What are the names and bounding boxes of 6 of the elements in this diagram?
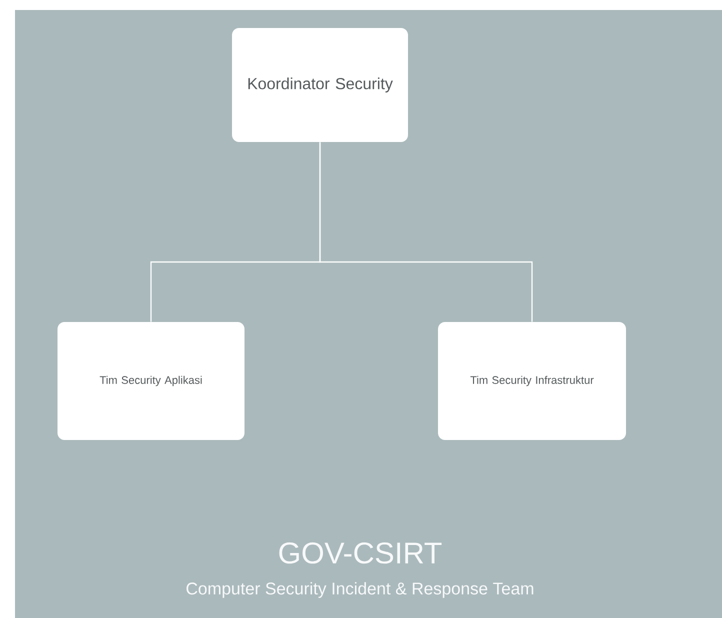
- connector-line: [319, 142, 533, 322]
- org-box: Tim Security Aplikasi: [58, 322, 244, 440]
- team-subtitle: Computer Security Incident & Response Team: [186, 582, 534, 598]
- team-name: GOV-CSIRT: [279, 542, 442, 564]
- org-box: Koordinator Security: [232, 28, 408, 142]
- org-box: Tim Security Infrastruktur: [438, 322, 626, 440]
